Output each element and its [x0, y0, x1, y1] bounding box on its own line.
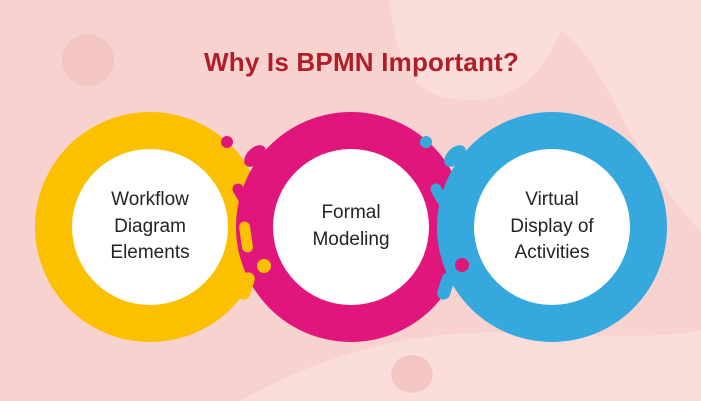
- ring-formal: [236, 112, 466, 342]
- bg-ellipse-blob: [391, 355, 433, 393]
- ring-workflow-label-wrap: Workflow Diagram Elements: [72, 149, 228, 305]
- ring-workflow: [35, 112, 265, 342]
- ring-virtual-label: Virtual Display of Activities: [510, 188, 594, 264]
- ring-virtual-inner: [474, 149, 630, 305]
- splash-drip-yellow-icon: [237, 272, 255, 300]
- splash-dot-pink-on-yellow-icon: [221, 136, 233, 148]
- bg-light-blob: [389, 0, 701, 232]
- ring-virtual: [437, 112, 667, 342]
- splash-drip-blue-icon: [437, 272, 455, 300]
- splash-dot-yellow-on-pink-icon: [257, 259, 271, 273]
- bg-bottom-wave: [240, 330, 701, 401]
- ring-formal-inner: [273, 149, 429, 305]
- splash-pill-blue-on-pink-icon: [430, 183, 450, 209]
- splash-dot-pink-on-blue-icon: [455, 258, 469, 272]
- splash-pill-yellow-on-pink-icon: [239, 221, 253, 253]
- ring-formal-label: Formal Modeling: [312, 202, 390, 250]
- splash-yellow-pink: [221, 136, 271, 300]
- splash-pill-pink-on-yellow-icon: [232, 183, 252, 209]
- ring-virtual-label-wrap: Virtual Display of Activities: [474, 149, 630, 305]
- splash-pill-blue-on-blue-icon: [440, 221, 454, 253]
- ring-formal-label-wrap: Formal Modeling: [273, 149, 429, 305]
- page-title: Why Is BPMN Important?: [204, 47, 519, 77]
- ring-workflow-inner: [72, 149, 228, 305]
- bg-circle-blob: [62, 34, 114, 86]
- ring-workflow-label: Workflow Diagram Elements: [110, 188, 190, 264]
- splash-curl-blue-icon: [444, 145, 466, 167]
- splash-pink-blue: [420, 136, 469, 300]
- splash-dot-blue-on-pink-icon: [420, 136, 432, 148]
- splash-curl-pink-icon: [244, 145, 266, 167]
